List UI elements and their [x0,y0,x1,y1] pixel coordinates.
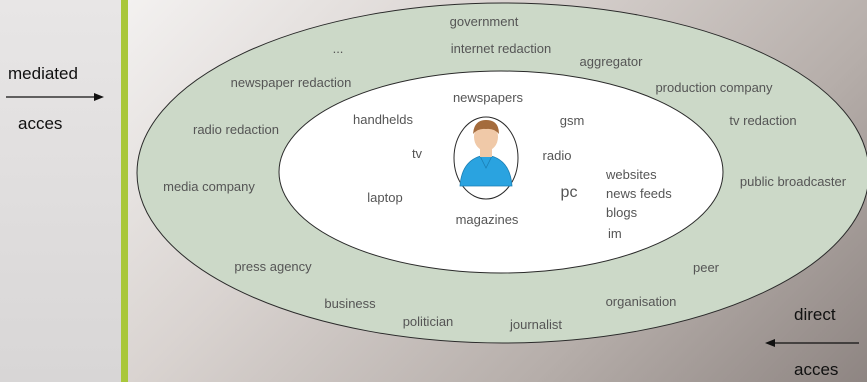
label-press-agency: press agency [234,259,312,274]
mediated-arrow [6,93,104,101]
label-news-feeds: news feeds [606,186,672,201]
label-handhelds: handhelds [353,112,413,127]
accent-divider [121,0,128,382]
media-access-diagram: government ... internet redaction aggreg… [136,2,867,344]
label-tv: tv [412,146,423,161]
label-production-company: production company [655,80,773,95]
mediated-label: mediated [8,64,78,83]
label-pc: pc [561,184,578,201]
label-ellipsis: ... [333,41,344,56]
label-public-broadcaster: public broadcaster [740,174,847,189]
label-aggregator: aggregator [580,54,644,69]
mediated-acces-label: acces [18,114,63,133]
label-websites: websites [605,167,657,182]
label-media-company: media company [163,179,255,194]
label-newspapers: newspapers [453,90,524,105]
label-laptop: laptop [367,190,402,205]
label-peer: peer [693,260,720,275]
label-business: business [324,296,376,311]
label-tv-redaction: tv redaction [729,113,796,128]
direct-label: direct [794,305,836,324]
label-newspaper-redaction: newspaper redaction [231,75,352,90]
label-blogs: blogs [606,205,638,220]
label-radio: radio [543,148,572,163]
label-politician: politician [403,314,454,329]
label-government: government [450,14,519,29]
label-journalist: journalist [509,317,562,332]
direct-arrow [765,339,859,347]
label-gsm: gsm [560,113,585,128]
label-magazines: magazines [456,212,519,227]
label-radio-redaction: radio redaction [193,122,279,137]
label-internet-redaction: internet redaction [451,41,551,56]
left-panel [0,0,121,382]
direct-acces-label: acces [794,360,839,379]
user-icon [459,120,513,187]
label-organisation: organisation [606,294,677,309]
label-im: im [608,226,622,241]
